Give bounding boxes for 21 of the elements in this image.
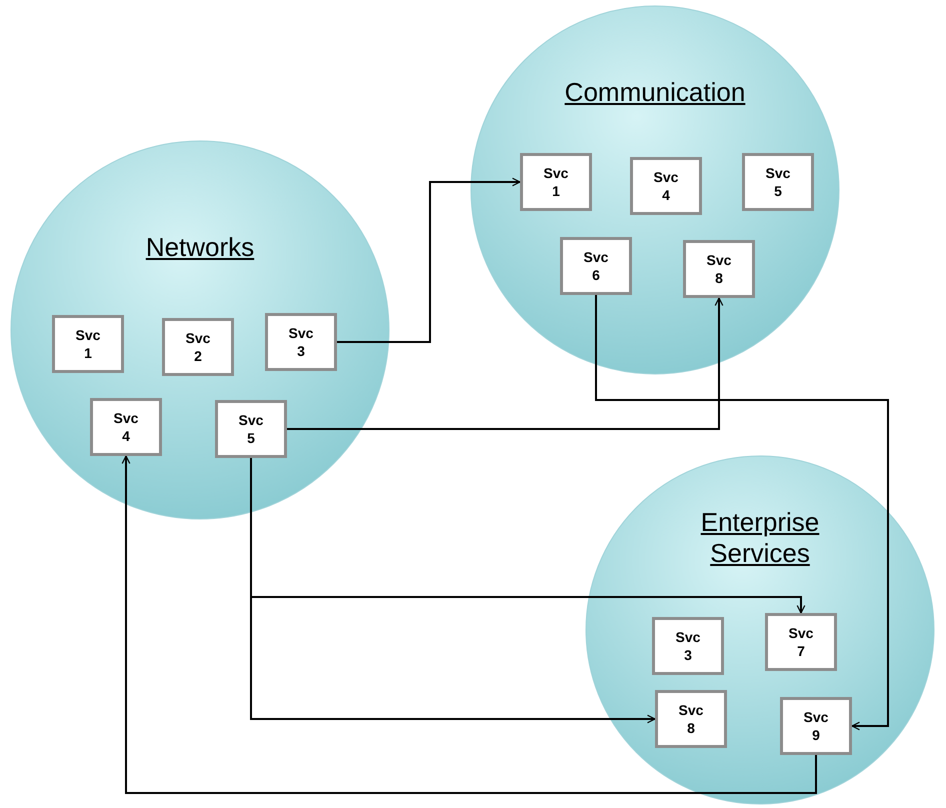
service-box: Svc 5 <box>215 400 287 458</box>
service-box: Svc 1 <box>52 315 124 373</box>
connector-arrow <box>595 295 889 730</box>
service-box: Svc 6 <box>560 237 632 295</box>
service-box: Svc 2 <box>162 318 234 376</box>
service-box: Svc 3 <box>265 313 337 371</box>
service-box: Svc 3 <box>652 617 724 675</box>
group-title: Networks <box>146 232 254 262</box>
service-box: Svc 4 <box>90 398 162 456</box>
service-box: Svc 5 <box>742 153 814 211</box>
service-box: Svc 7 <box>765 613 837 671</box>
group-title: Communication <box>564 77 746 107</box>
service-box: Svc 8 <box>683 240 755 298</box>
service-box: Svc 8 <box>655 690 727 748</box>
service-box: Svc 4 <box>630 157 702 215</box>
service-box: Svc 1 <box>520 153 592 211</box>
connector-arrow <box>287 297 724 430</box>
service-box: Svc 9 <box>780 697 852 755</box>
group-title: Enterprise Services <box>700 507 820 568</box>
connector-arrow <box>122 455 817 794</box>
connector-arrow <box>337 178 521 343</box>
